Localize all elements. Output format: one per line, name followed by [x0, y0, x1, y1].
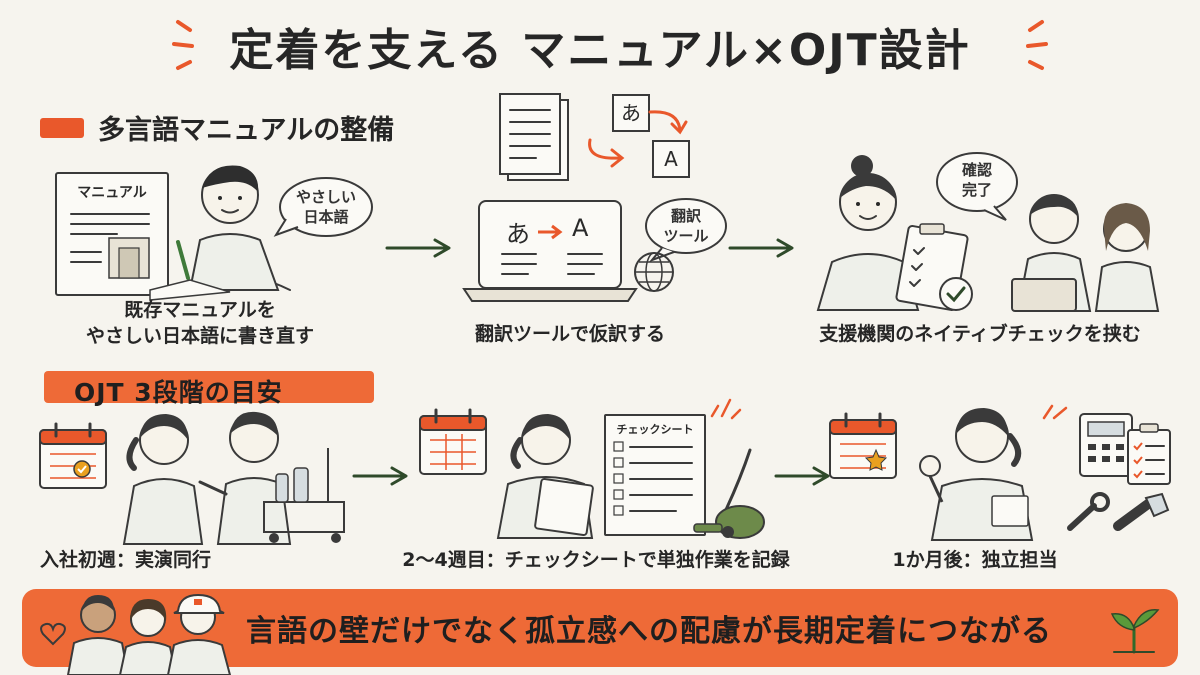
calendar-grid-icon: [419, 408, 487, 475]
trainee-recording-illustration: [496, 414, 594, 539]
conclusion-text: 言語の壁だけでなく孤立感への配慮が長期定着につながる: [246, 614, 1052, 649]
screen-char-a: あ: [506, 220, 530, 248]
vacuum-cleaner-icon: [693, 448, 765, 539]
caption-step2: 翻訳ツールで仮訳する: [474, 323, 665, 345]
section1-heading: 多言語マニュアルの整備: [98, 115, 395, 146]
independent-worker-illustration: [919, 408, 1034, 541]
bubble-text-easy-japanese: やさしい 日本語: [295, 188, 356, 226]
screen-arrow-icon: [538, 224, 563, 240]
translate-arrows-icon: [588, 110, 688, 168]
screen-text-lines: [501, 253, 603, 275]
document-stack-icon: [499, 93, 569, 181]
caption-stage2: 2～4週目：チェックシートで単独作業を記録: [402, 549, 790, 571]
manual-document-icon: マニュアル: [55, 172, 169, 296]
flashlight-icon: [1113, 492, 1170, 531]
writer-person-illustration: [149, 165, 291, 301]
section2-marker: [44, 371, 374, 403]
checklist-sheet-title: チェックシート: [616, 423, 694, 436]
speech-bubble-1: [273, 177, 373, 237]
clipboard-check-icon: [895, 223, 973, 311]
flow-arrow-2: [728, 238, 794, 258]
char-card-b: A: [652, 140, 690, 178]
heart-icon: [40, 622, 66, 646]
bubble-text-translation-tool: 翻訳 ツール: [663, 207, 709, 245]
wrench-icon: [1067, 492, 1110, 531]
caption-stage1: 入社初週：実演同行: [40, 549, 212, 571]
globe-icon: [634, 252, 674, 292]
support-staff-illustration: [1011, 194, 1160, 312]
laptop-base: [462, 288, 638, 302]
flow-arrow-1: [385, 238, 451, 258]
worker-group-illustration: [66, 593, 232, 675]
checker-person-illustration: [816, 155, 920, 311]
caption-step3: 支援機関のネイティブチェックを挟む: [819, 323, 1141, 345]
calendar-check-icon: [39, 422, 107, 489]
screen-char-b: A: [572, 214, 589, 242]
calendar-star-icon: [829, 412, 897, 479]
checklist-clipboard-icon: [1127, 423, 1171, 485]
flow-arrow-4: [774, 466, 830, 486]
section2-heading: OJT 3段階の目安: [74, 378, 283, 407]
manual-label: マニュアル: [77, 185, 147, 201]
flow-arrow-3: [352, 466, 408, 486]
sparkle-lines-icon: [1042, 404, 1068, 420]
speech-bubble-3: [936, 152, 1018, 221]
highlight-burst-icon: [710, 398, 742, 420]
speech-bubble-2: [645, 198, 727, 263]
page-title: 定着を支える マニュアル×OJT設計: [229, 25, 971, 76]
caption-step1: 既存マニュアルを やさしい日本語に書き直す: [85, 299, 314, 347]
bubble-text-check-complete: 確認 完了: [961, 161, 992, 199]
section1-marker: [40, 118, 84, 138]
caption-stage3: 1か月後：独立担当: [892, 549, 1058, 571]
checklist-sheet: チェックシート: [604, 414, 706, 536]
trainee-and-mentor-illustration: [122, 411, 345, 545]
control-panel-icon: [1079, 413, 1133, 477]
sprout-icon: [1110, 609, 1160, 654]
